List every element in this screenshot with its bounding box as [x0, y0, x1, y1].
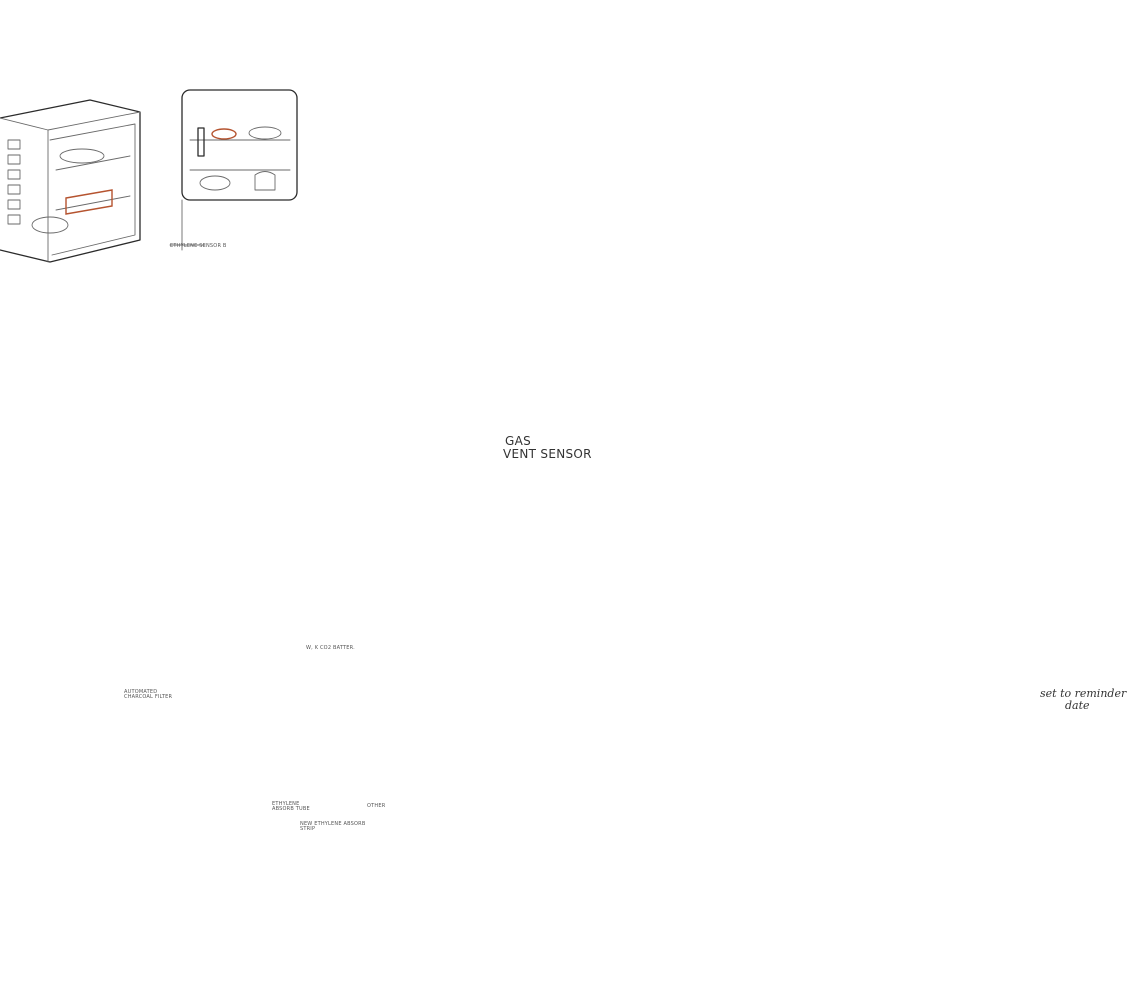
wide-strip-note: NEW ETHYLENE ABSORB STRIP	[300, 821, 366, 833]
reminder-line-2: date	[1065, 698, 1090, 712]
fridge-cabinet-sketch	[0, 99, 141, 263]
reminder-note: set to reminder date	[1040, 688, 1126, 711]
filter-note: AUTOMATED CHARCOAL FILTER	[124, 689, 173, 701]
gas-label-line: GAS	[505, 434, 532, 448]
sensor-note: ETHYLENE SENSOR B	[170, 243, 227, 249]
strip-note-right: OTHER	[367, 803, 386, 809]
reminder-line-1: set to reminder	[1040, 687, 1127, 700]
fridge-front-sketch	[169, 89, 298, 251]
gas-vent-sensor-label: GAS VENT SENSOR	[503, 435, 592, 460]
vent-sensor-label-line: VENT SENSOR	[503, 446, 592, 461]
strip-note-left: ETHYLENE ABSORB TUBE	[272, 801, 310, 813]
battery-note: W, K CO2 BATTER.	[306, 645, 355, 651]
